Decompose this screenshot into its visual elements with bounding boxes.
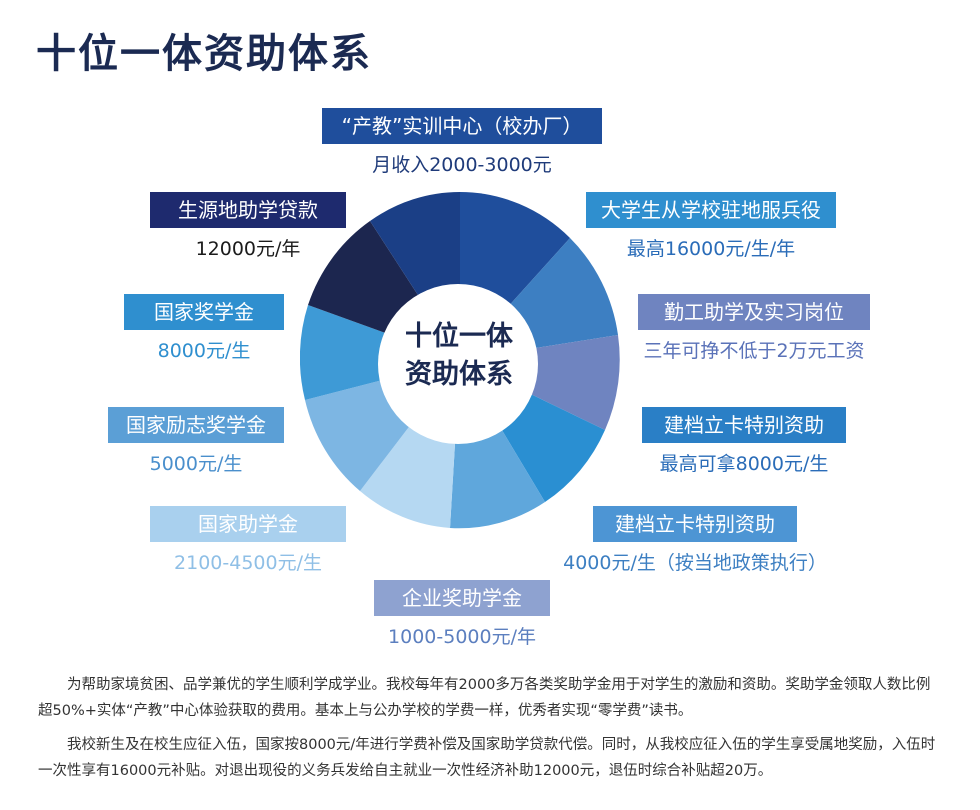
item-r2-value: 三年可挣不低于2万元工资: [643, 340, 865, 362]
item-r4-label: 建档立卡特别资助: [593, 506, 797, 542]
item-l2: 国家奖学金 8000元/生: [124, 294, 284, 363]
item-l4-value: 2100-4500元/生: [174, 552, 322, 574]
description-paragraph-1: 为帮助家境贫困、品学兼优的学生顺利学成学业。我校每年有2000多万各类奖助学金用…: [38, 677, 931, 719]
item-l2-value: 8000元/生: [157, 340, 251, 362]
item-bottom-value: 1000-5000元/年: [388, 626, 536, 648]
item-top-label: “产教”实训中心（校办厂）: [322, 108, 602, 144]
item-r3: 建档立卡特别资助 最高可拿8000元/生: [642, 407, 846, 476]
item-r4-value: 4000元/生（按当地政策执行）: [563, 552, 827, 574]
item-r1-label: 大学生从学校驻地服兵役: [586, 192, 836, 228]
item-r1: 大学生从学校驻地服兵役 最高16000元/生/年: [586, 192, 836, 261]
funding-wheel-diagram: [300, 192, 620, 529]
item-r3-label: 建档立卡特别资助: [642, 407, 846, 443]
item-l1: 生源地助学贷款 12000元/年: [150, 192, 346, 261]
center-line-2: 资助体系: [405, 359, 513, 390]
item-l3-value: 5000元/生: [149, 453, 243, 475]
item-r2-label: 勤工助学及实习岗位: [638, 294, 870, 330]
item-l4: 国家助学金 2100-4500元/生: [150, 506, 346, 575]
wheel-center-label: 十位一体 资助体系: [384, 318, 534, 394]
item-l1-label: 生源地助学贷款: [150, 192, 346, 228]
item-l4-label: 国家助学金: [150, 506, 346, 542]
page-title: 十位一体资助体系: [36, 31, 372, 77]
item-l3-label: 国家励志奖学金: [108, 407, 284, 443]
item-bottom: 企业奖助学金 1000-5000元/年: [374, 580, 550, 649]
item-l2-label: 国家奖学金: [124, 294, 284, 330]
item-top: “产教”实训中心（校办厂） 月收入2000-3000元: [322, 108, 602, 177]
item-bottom-label: 企业奖助学金: [374, 580, 550, 616]
item-r3-value: 最高可拿8000元/生: [659, 453, 829, 475]
center-line-1: 十位一体: [405, 321, 513, 352]
item-l1-value: 12000元/年: [195, 238, 301, 260]
item-r4: 建档立卡特别资助 4000元/生（按当地政策执行）: [560, 506, 830, 575]
item-l3: 国家励志奖学金 5000元/生: [108, 407, 284, 476]
item-top-value: 月收入2000-3000元: [372, 154, 552, 176]
item-r1-value: 最高16000元/生/年: [626, 238, 796, 260]
description-paragraph-2: 我校新生及在校生应征入伍，国家按8000元/年进行学费补偿及国家助学贷款代偿。同…: [38, 737, 936, 779]
item-r2: 勤工助学及实习岗位 三年可挣不低于2万元工资: [638, 294, 870, 363]
